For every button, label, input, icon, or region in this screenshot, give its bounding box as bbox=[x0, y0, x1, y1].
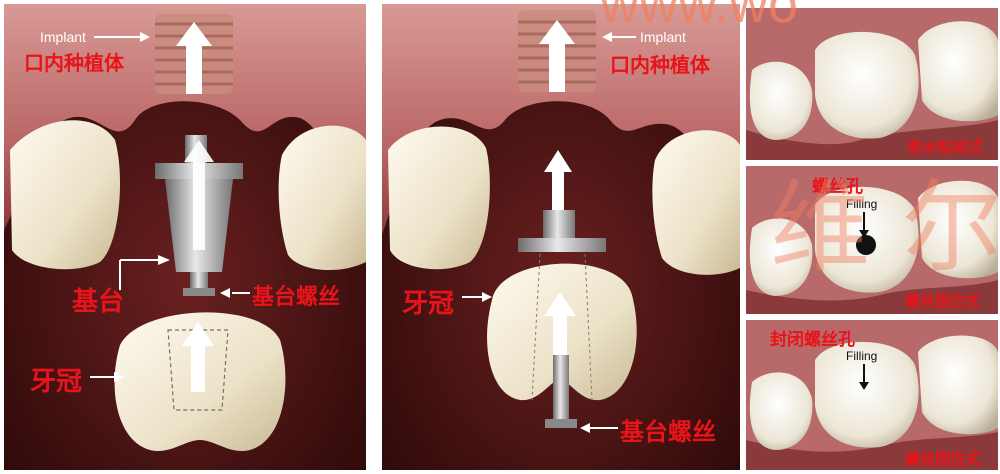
implant-screw bbox=[518, 10, 596, 92]
seal-screw-hole-label: 封闭螺丝孔 bbox=[770, 329, 855, 350]
implant-en-label: Implant bbox=[40, 29, 86, 45]
abutment-collar bbox=[518, 238, 606, 252]
abutment-top bbox=[543, 210, 575, 240]
implant-cn-label: 口内种植体 bbox=[24, 51, 125, 75]
abutment-label: 基台 bbox=[72, 286, 124, 317]
abutment-screw-label: 基台螺丝 bbox=[252, 284, 340, 310]
molar-tooth bbox=[918, 336, 998, 435]
adjacent-tooth-right bbox=[652, 130, 740, 275]
panel-left: Implant 口内种植体 基台 基台螺丝 牙冠 bbox=[4, 4, 366, 470]
watermark-chars: 维 尔 bbox=[770, 169, 1000, 286]
adjacent-tooth-right bbox=[279, 126, 366, 270]
panel-right-bottom: 封闭螺丝孔 Filling 螺丝固位式 bbox=[746, 320, 998, 470]
panel-middle: Implant 口内种植体 牙冠 基台螺丝 bbox=[382, 4, 740, 470]
molar-tooth bbox=[815, 32, 919, 139]
screw-retained-label: 螺丝固位式 bbox=[905, 450, 980, 468]
crown-label: 牙冠 bbox=[30, 367, 82, 397]
adjacent-tooth-left bbox=[10, 120, 120, 269]
abutment-screw-label: 基台螺丝 bbox=[620, 418, 716, 446]
watermark-url: www.wo bbox=[599, 0, 798, 34]
adjacent-tooth-left bbox=[388, 126, 490, 269]
screw-retained-label: 螺丝固位式 bbox=[905, 292, 980, 310]
implant-screw bbox=[155, 14, 233, 94]
molar-tooth bbox=[918, 21, 998, 121]
crown-label: 牙冠 bbox=[402, 289, 454, 319]
implant-cn-label: 口内种植体 bbox=[610, 53, 711, 77]
abutment-screw bbox=[553, 355, 569, 419]
filling-label: Filling bbox=[846, 349, 877, 363]
cement-retained-label: 胶水粘结式 bbox=[908, 138, 983, 156]
